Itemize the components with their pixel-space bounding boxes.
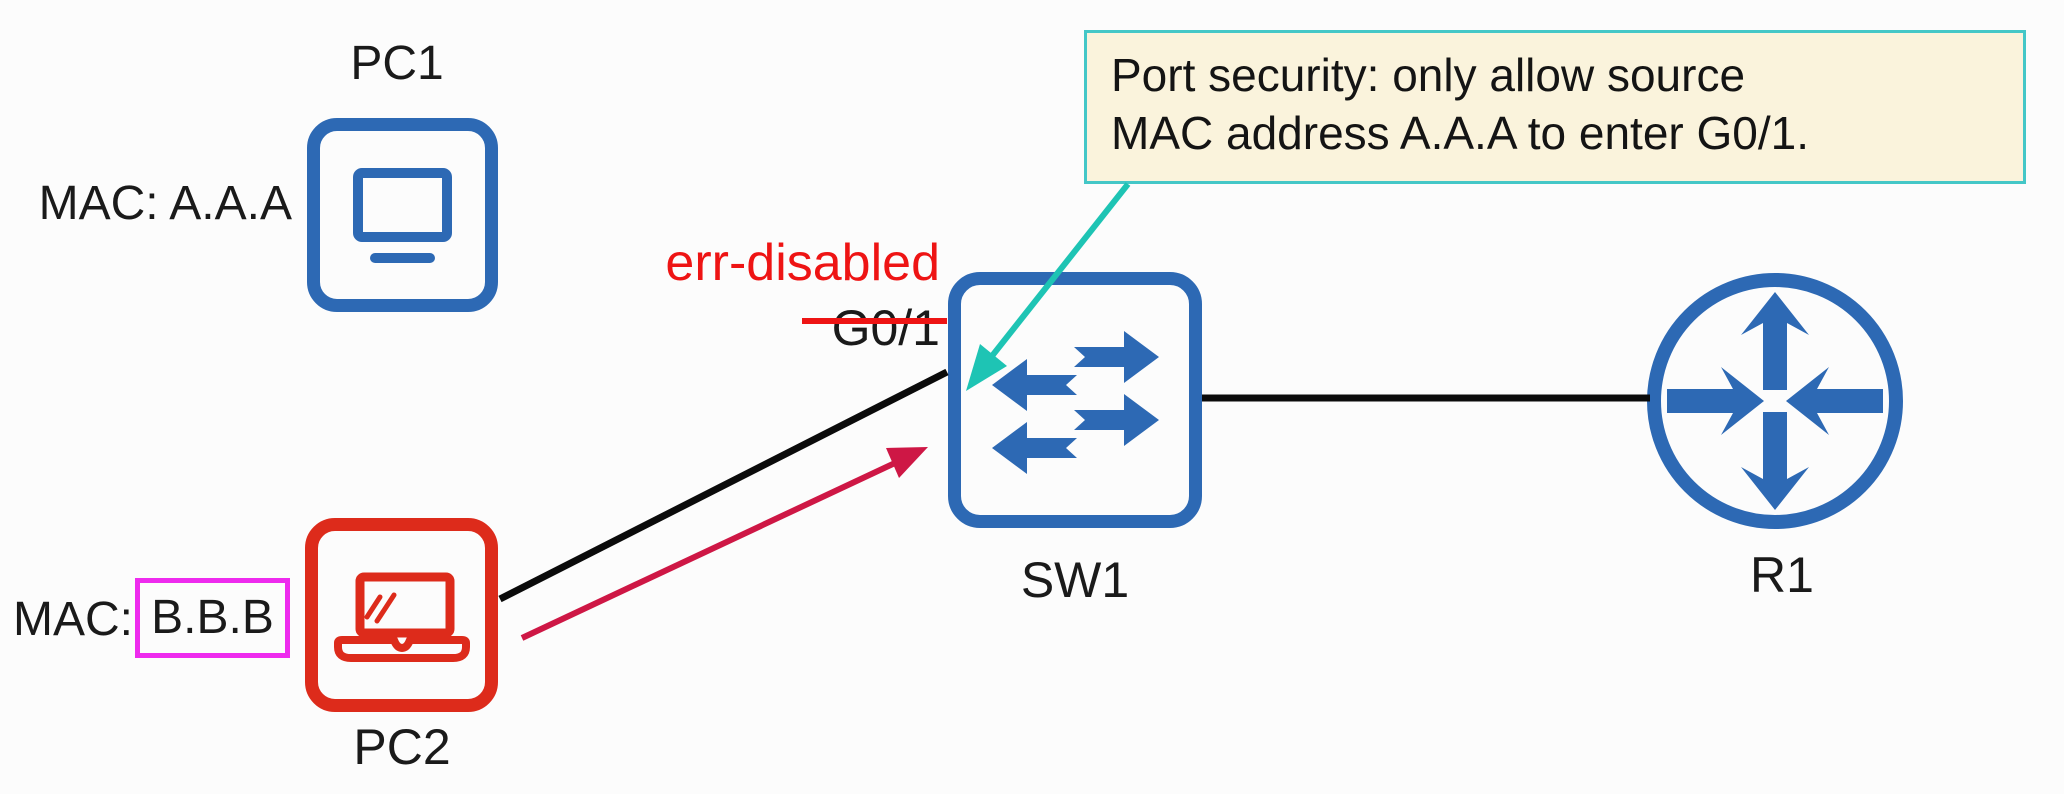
r1-node: [1646, 272, 1904, 530]
pc2-mac-value: B.B.B: [151, 591, 274, 644]
pc2-node: [305, 518, 498, 712]
sw1-label: SW1: [1020, 552, 1130, 608]
rejected-frame-arrowhead: [886, 447, 928, 478]
callout-line-2: MAC address A.A.A to enter G0/1.: [1111, 107, 1810, 159]
desktop-pc-icon: [353, 168, 452, 263]
port-status-err-disabled: err-disabled: [665, 234, 940, 292]
pc2-label: PC2: [353, 719, 451, 775]
pc1-label: PC1: [350, 37, 444, 90]
pc2-mac-prefix: MAC:: [13, 593, 133, 646]
pc1-mac-label: MAC: A.A.A: [38, 177, 292, 230]
pc1-node: [307, 118, 498, 312]
sw1-node: [948, 272, 1202, 528]
rejected-frame-arrow: [520, 447, 928, 641]
router-icon: [1647, 273, 1903, 529]
pc2-mac-highlight-box: B.B.B: [135, 578, 290, 658]
port-name-g01: G0/1: [831, 300, 940, 356]
laptop-icon: [334, 572, 470, 662]
callout-line-1: Port security: only allow source: [1111, 49, 1746, 101]
link-pc2-sw1: [498, 368, 949, 603]
port-security-callout: Port security: only allow source MAC add…: [1084, 30, 2026, 184]
switch-icon: [992, 331, 1159, 474]
port-security-callout-text: Port security: only allow source MAC add…: [1087, 33, 2023, 162]
r1-label: R1: [1750, 547, 1814, 603]
